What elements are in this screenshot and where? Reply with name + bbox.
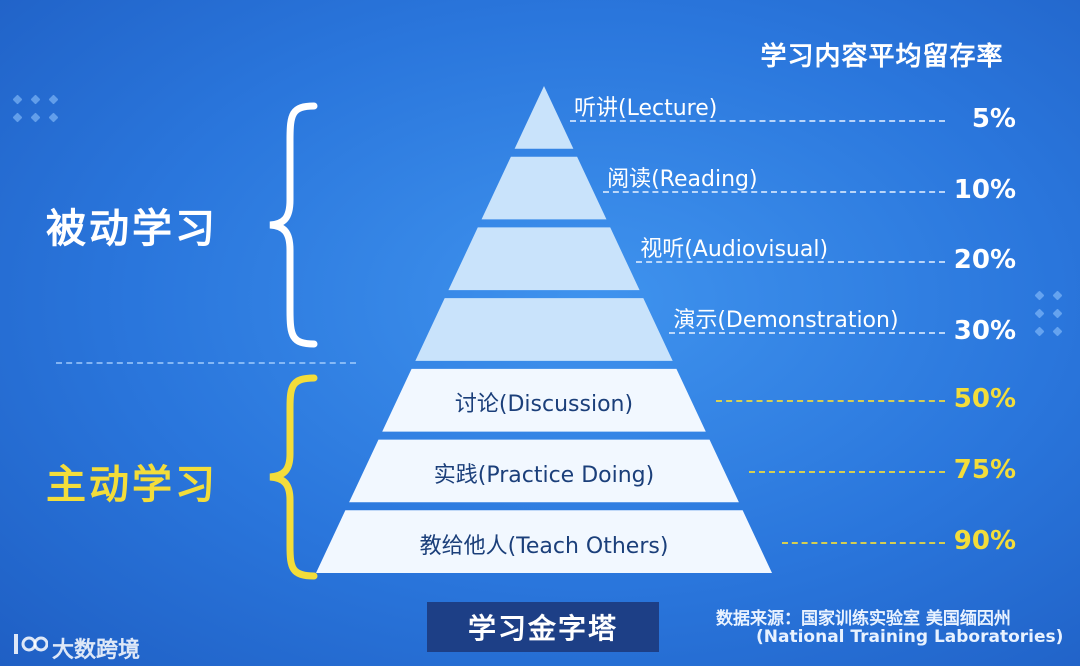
tier-label-4: 演示(Demonstration)	[673, 308, 899, 334]
tier-label-3: 视听(Audiovisual)	[640, 237, 829, 263]
tier-leader-5	[715, 400, 945, 403]
retention-rate-header: 学习内容平均留存率	[760, 42, 1004, 72]
tier-label-2: 阅读(Reading)	[607, 166, 758, 192]
pyramid-tier-1	[514, 86, 574, 149]
pyramid-tier-3	[448, 227, 640, 291]
pyramid-tier-5	[382, 368, 706, 432]
tier-percent-5: 50%	[953, 384, 1016, 415]
tier-percent-6: 75%	[953, 454, 1016, 485]
tier-percent-7: 90%	[953, 525, 1016, 556]
tier-leader-6	[748, 470, 945, 473]
tier-label-7: 教给他人(Teach Others)	[419, 533, 669, 559]
tier-leader-7	[782, 541, 945, 544]
active-brace-icon	[269, 374, 318, 580]
pyramid-title: 学习金字塔	[467, 612, 618, 645]
pyramid-tier-2	[481, 156, 607, 220]
tier-label-5: 讨论(Discussion)	[454, 392, 634, 418]
data-source-line1: 数据来源：国家训练实验室 美国缅因州	[716, 609, 1011, 629]
watermark-logo-icon	[14, 634, 48, 654]
group-divider	[56, 362, 356, 364]
tier-percent-2: 10%	[953, 174, 1016, 205]
tier-percent-1: 5%	[971, 104, 1016, 134]
passive-learning-label: 被动学习	[46, 206, 218, 252]
tier-leader-3	[636, 261, 945, 264]
tier-leader-1	[570, 120, 945, 122]
tier-leader-2	[603, 190, 945, 193]
tier-label-1: 听讲(Lecture)	[574, 96, 718, 121]
pyramid-title-box: 学习金字塔	[427, 602, 659, 652]
pyramid-tier-4	[415, 298, 673, 361]
active-learning-label: 主动学习	[46, 462, 218, 508]
passive-brace-icon	[269, 102, 318, 348]
tier-label-6: 实践(Practice Doing)	[433, 462, 655, 488]
watermark-text: 大数跨境	[52, 638, 141, 663]
pyramid-tier-7	[316, 510, 772, 573]
tier-percent-4: 30%	[953, 316, 1016, 347]
tier-leader-4	[669, 332, 945, 335]
tier-percent-3: 20%	[953, 245, 1016, 276]
pyramid-tier-6	[349, 439, 739, 503]
data-source-line2: (National Training Laboratories)	[756, 627, 1064, 647]
